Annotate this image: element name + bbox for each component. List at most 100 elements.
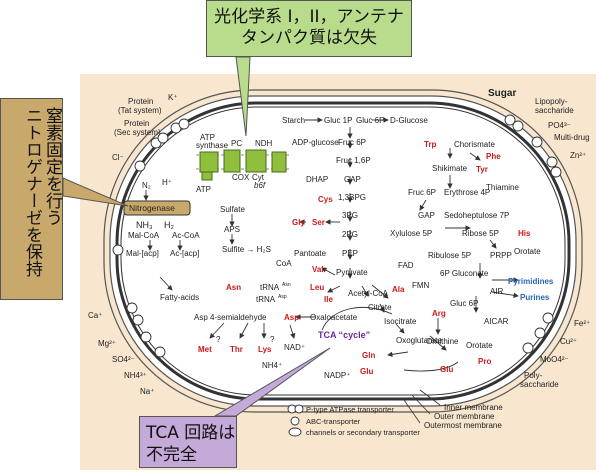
label-val: Val <box>312 265 324 274</box>
label-his: His <box>518 229 531 238</box>
label-trna-asn: tRNA <box>260 283 280 292</box>
label-2pg: 2PG <box>342 230 358 239</box>
label-protein-tat-1: Protein <box>128 97 153 106</box>
label-nh3: NH₃ <box>136 220 153 230</box>
label-met: Met <box>198 345 212 354</box>
label-gap: GAP <box>344 175 361 184</box>
callout-photosystem-line2: タンパク質は欠失 <box>241 28 377 48</box>
callout-nitrogenase: 窒素固定を行う ニトロゲナーゼを保持 <box>0 98 63 300</box>
label-bpg: 1,3BPG <box>338 193 366 202</box>
label-nadp: NADP⁺ <box>324 371 350 380</box>
label-gluc6p-r: Gluc 6P <box>450 299 478 308</box>
label-ala: Ala <box>392 285 405 294</box>
legend-channels: channels or secondary transporter <box>306 428 420 437</box>
label-asp: Asp <box>284 313 299 322</box>
label-po4: PO4³⁻ <box>548 121 571 130</box>
legend-p-type: P-type ATPase transporter <box>306 405 394 414</box>
label-starch: Starch <box>282 116 305 125</box>
label-n2: N₂ <box>142 181 151 190</box>
label-aicar: AICAR <box>484 317 509 326</box>
transporters <box>112 114 562 358</box>
label-q2: ? <box>270 335 275 344</box>
label-nh4-out: NH4³⁺ <box>124 371 147 380</box>
label-gluc6p: Gluc 6P <box>356 116 384 125</box>
label-na: Na⁺ <box>140 387 154 396</box>
label-gln: Gln <box>362 351 375 360</box>
label-cyt: Cyt <box>252 173 265 182</box>
label-purines: Purines <box>520 293 550 302</box>
label-tca: TCA “cycle” <box>318 330 370 340</box>
outermost-membrane <box>103 89 583 413</box>
label-erythrose: Erythrose 4P <box>444 188 490 197</box>
label-phe: Phe <box>486 152 501 161</box>
label-ornithine: Ornithine <box>426 337 459 346</box>
callout-nitrogenase-line2: ニトロゲナーゼを保持 <box>22 107 42 277</box>
label-pep: PEP <box>342 249 358 258</box>
label-cl: Cl⁻ <box>112 153 124 162</box>
label-ribulose: Ribulose 5P <box>428 251 471 260</box>
callout-top-pointer <box>235 56 251 137</box>
label-q1: ? <box>216 335 221 344</box>
label-trna-asp: tRNA <box>256 295 276 304</box>
label-asp-sup: Asp <box>278 294 287 300</box>
callout-photosystem-line1: 光化学系 I，II，アンテナ <box>214 7 404 27</box>
label-protein-sec-1: Protein <box>124 119 149 128</box>
label-atp-synthase-1: ATP <box>200 133 215 142</box>
label-atp: ATP <box>196 185 211 194</box>
label-oxoglutarate: Oxoglutarate <box>396 336 442 345</box>
label-zn: Zn²⁺ <box>570 151 586 160</box>
label-h2: H₂ <box>164 220 174 230</box>
label-pro: Pro <box>478 357 491 366</box>
label-b6f: b6f <box>254 181 266 190</box>
label-asn-sup: Asn <box>282 282 291 288</box>
label-pyrimidines: Pyrimidines <box>508 277 554 286</box>
label-gap-r: GAP <box>418 211 435 220</box>
label-citrate: Citrate <box>368 303 392 312</box>
label-thiamine: Thiamine <box>486 183 519 192</box>
callout-tca: TCA 回路は 不完全 <box>139 416 237 468</box>
label-fe: Fe²⁺ <box>574 319 590 328</box>
label-chorismate: Chorismate <box>454 140 495 149</box>
label-accoa: Ac-CoA <box>172 231 200 240</box>
label-cox: COX <box>232 173 250 182</box>
label-orotate-r: Orotate <box>514 247 541 256</box>
label-coa: CoA <box>276 259 292 268</box>
label-gly: Gly <box>292 218 305 227</box>
label-fruc16p: Fruc 1,6P <box>336 156 371 165</box>
label-aps: APS <box>224 225 240 234</box>
label-fatty: Fatty-acids <box>160 293 199 302</box>
label-ile: Ile <box>324 295 333 304</box>
label-gluc1p: Gluc 1P <box>324 116 352 125</box>
label-fruc6p: Fruc 6P <box>338 138 366 147</box>
label-polysac-1: Poly- <box>524 371 543 380</box>
label-sugar: Sugar <box>488 88 516 99</box>
label-trp: Trp <box>424 140 437 149</box>
label-ser: Ser <box>312 218 325 227</box>
label-thr: Thr <box>230 345 243 354</box>
label-so4: SO4²⁻ <box>112 355 135 364</box>
callout-nitrogenase-line1: 窒素固定を行う <box>42 107 62 226</box>
label-acacp: Ac-[acp] <box>170 249 199 258</box>
label-fad: FAD <box>398 261 414 270</box>
label-sedo: Sedoheptulose 7P <box>444 211 509 220</box>
label-glu: Glu <box>360 367 373 376</box>
label-lps-2: saccharide <box>535 106 574 115</box>
membrane-leader-lines <box>403 389 441 424</box>
label-sulfate: Sulfate <box>220 205 245 214</box>
label-atp-synthase-2: synthase <box>196 141 229 150</box>
label-dhap: DHAP <box>306 175 328 184</box>
label-sulfite: Sulfite → H₂S <box>222 245 271 254</box>
label-xylulose: Xylulose 5P <box>390 229 432 238</box>
callout-tca-line1: TCA 回路は <box>146 423 236 443</box>
label-gluconate: 6P Gluconate <box>440 269 489 278</box>
label-leu: Leu <box>310 283 324 292</box>
label-ndh: NDH <box>255 139 273 148</box>
label-polysac-2: saccharide <box>520 380 559 389</box>
label-orotate-b: Orotate <box>466 341 493 350</box>
callout-left-pointer <box>62 177 129 207</box>
label-tyr: Tyr <box>476 165 488 174</box>
label-cu: Cu²⁺ <box>560 337 577 346</box>
label-isocitrate: Isocitrate <box>384 317 417 326</box>
label-moo4: MoO4²⁻ <box>540 355 569 364</box>
